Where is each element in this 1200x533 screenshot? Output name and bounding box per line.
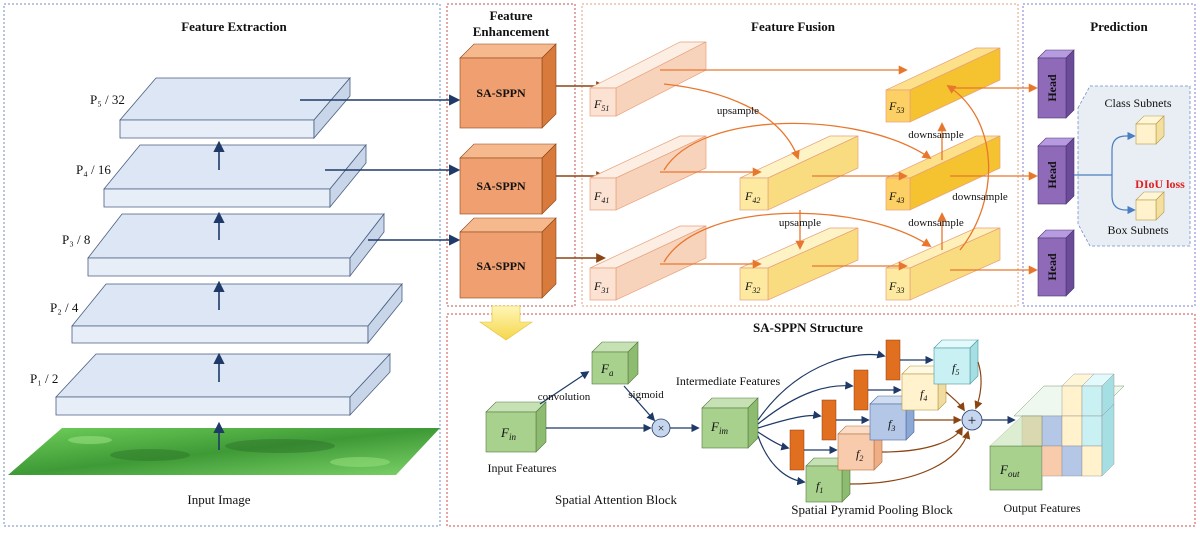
sppn-structure-panel — [446, 313, 1196, 527]
subnet-arrows — [1074, 131, 1136, 215]
enhancement-title-line2: Enhancement — [473, 24, 550, 39]
pooling-kernels — [789, 339, 901, 471]
level-label-p3: P₃ / 8 — [62, 232, 90, 247]
fusion-title: Feature Fusion — [751, 19, 836, 34]
class-subnet-cube — [1135, 115, 1165, 145]
enhancement-title-line1: Feature — [489, 8, 532, 23]
head-block-2 — [1037, 137, 1075, 205]
pyramid-slab-p2 — [71, 282, 403, 345]
sppn-f5-cube — [933, 339, 979, 385]
diou-loss-label: DIoU loss — [1135, 177, 1185, 191]
sppn-fim-label: Fim — [710, 419, 728, 436]
label-f51: F51 — [593, 97, 609, 113]
pyramid-slab-p1 — [55, 352, 391, 417]
fusion-node-labels: F51 F41 F31 F42 F32 F53 F43 F33 — [593, 97, 904, 295]
input-features-label: Input Features — [488, 461, 557, 475]
label-f3: f3 — [888, 417, 895, 433]
sppn-output-stack — [989, 373, 1125, 491]
sa-sppn-block-1 — [459, 43, 557, 129]
spatial-attention-label: Spatial Attention Block — [555, 492, 678, 507]
sppn-brown-arrows — [849, 361, 983, 485]
spp-block-label: Spatial Pyramid Pooling Block — [791, 502, 953, 517]
label-f43: F43 — [888, 189, 904, 205]
label-f32: F32 — [744, 279, 760, 295]
head-block-3 — [1037, 229, 1075, 297]
label-f53: F53 — [888, 99, 904, 115]
fusion-node-f43 — [885, 135, 1001, 211]
sppn-f-labels: f1 f2 f3 f4 f5 — [816, 361, 959, 495]
extraction-panel — [3, 3, 441, 527]
sa-sppn-label-2: SA-SPPN — [476, 179, 526, 193]
intermediate-features-label: Intermediate Features — [676, 374, 781, 388]
extraction-to-enhancement-arrows — [300, 94, 461, 246]
box-subnets-label: Box Subnets — [1107, 223, 1168, 237]
fusion-panel — [581, 3, 1019, 307]
fusion-node-f33 — [885, 227, 1001, 301]
label-f2: f2 — [856, 447, 863, 463]
prediction-panel — [1022, 3, 1196, 307]
label-f1: f1 — [816, 479, 823, 495]
box-subnet-cube — [1135, 191, 1165, 221]
head-block-1 — [1037, 49, 1075, 119]
level-label-p2: P₂ / 4 — [50, 300, 79, 315]
fusion-node-f51 — [589, 41, 707, 117]
sppn-structure-title: SA-SPPN Structure — [753, 320, 863, 335]
head-label-2: Head — [1045, 161, 1059, 189]
sa-sppn-block-2 — [459, 143, 557, 215]
level-label-p4: P₄ / 16 — [76, 162, 111, 177]
fusion-arrows — [660, 65, 1038, 275]
enhancement-down-arrow — [479, 305, 533, 341]
sigmoid-label: sigmoid — [628, 389, 664, 401]
sppn-fa-cube — [591, 341, 639, 385]
upsample-label-mid: upsample — [779, 217, 821, 229]
multiply-symbol: × — [658, 421, 665, 435]
level-label-p1: P₁ / 2 — [30, 371, 58, 386]
input-image-label: Input Image — [187, 492, 250, 507]
input-image — [8, 428, 440, 475]
label-f4: f4 — [920, 387, 927, 403]
pyramid-slab-p5 — [119, 76, 351, 140]
downsample-label-mid: downsample — [908, 217, 964, 229]
pyramid-slab-p3 — [87, 212, 385, 278]
sppn-fout-label: Fout — [999, 462, 1020, 479]
sppn-fim-cube — [701, 397, 759, 449]
fusion-node-f31 — [589, 225, 707, 301]
label-f33: F33 — [888, 279, 904, 295]
level-label-p5: P₅ / 32 — [90, 92, 125, 107]
pyramid-slab-p4 — [103, 143, 367, 209]
head-label-3: Head — [1045, 253, 1059, 281]
label-f42: F42 — [744, 189, 760, 205]
fusion-node-f53 — [885, 47, 1001, 123]
sa-sppn-block-3 — [459, 217, 557, 299]
label-f41: F41 — [593, 189, 609, 205]
sppn-fa-label: Fa — [600, 361, 614, 378]
upsample-label-top: upsample — [717, 105, 759, 117]
label-f31: F31 — [593, 279, 609, 295]
class-subnets-label: Class Subnets — [1104, 96, 1171, 110]
downsample-label-top: downsample — [908, 129, 964, 141]
output-features-label: Output Features — [1004, 501, 1081, 515]
downsample-label-right: downsample — [952, 191, 1008, 203]
add-symbol: + — [968, 413, 976, 429]
sa-sppn-label-3: SA-SPPN — [476, 259, 526, 273]
extraction-title: Feature Extraction — [181, 19, 287, 34]
convolution-label: convolution — [538, 391, 591, 403]
subnets-callout — [1077, 85, 1191, 247]
sa-sppn-label-1: SA-SPPN — [476, 86, 526, 100]
label-f5: f5 — [952, 361, 959, 377]
sppn-fin-cube — [485, 401, 547, 453]
sppn-fin-label: Fin — [500, 425, 516, 442]
fusion-node-f41 — [589, 135, 707, 211]
prediction-title: Prediction — [1090, 19, 1148, 34]
head-label-1: Head — [1045, 74, 1059, 102]
sppn-blue-arrows — [539, 350, 1016, 486]
